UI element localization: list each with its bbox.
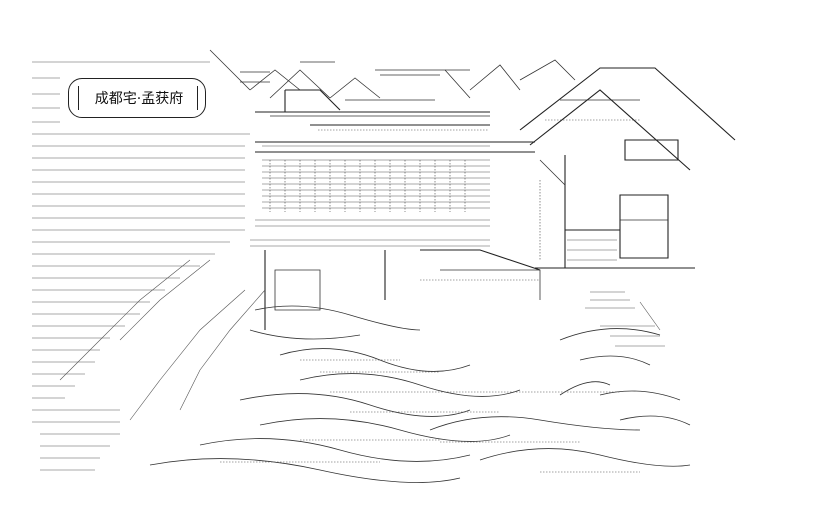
signboard-frame [68, 78, 206, 118]
roof-tiles [250, 159, 490, 247]
crowd-stipple [220, 359, 640, 473]
gate-opening [264, 249, 541, 330]
signboard-inner-frame [78, 86, 198, 110]
left-wall-hatching [32, 61, 250, 471]
roof-tile-verticals [269, 160, 466, 212]
signboard-text: 成都宅·孟获府 [94, 91, 184, 107]
stone-steps [59, 259, 266, 421]
roof-ornaments [209, 49, 576, 99]
house [519, 67, 736, 269]
gate-roof [255, 89, 535, 153]
crowd-figures [149, 305, 691, 483]
right-figures [585, 291, 665, 347]
